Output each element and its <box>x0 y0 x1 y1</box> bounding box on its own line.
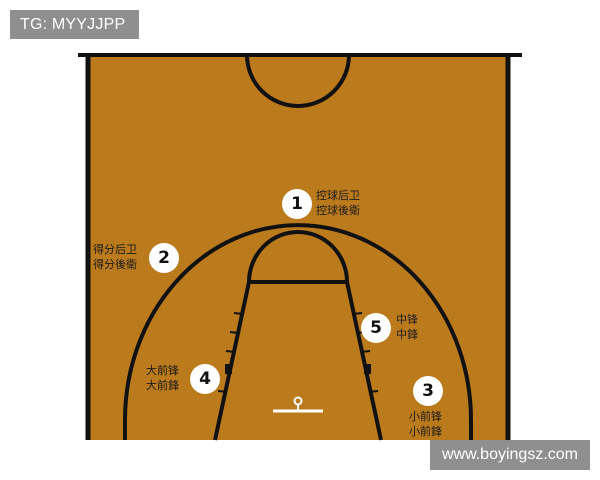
label-5-simplified: 中锋 <box>396 313 418 326</box>
position-label-3: 小前锋 小前鋒 <box>409 409 442 439</box>
player-marker-4: 4 <box>190 364 220 394</box>
watermark-top-left: TG: MYYJJPP <box>10 10 140 39</box>
top-circle <box>245 54 351 108</box>
lane-block-left <box>225 364 232 374</box>
label-3-simplified: 小前锋 <box>409 410 442 423</box>
label-5-traditional: 中鋒 <box>396 328 418 341</box>
position-label-4: 大前锋 大前鋒 <box>146 363 179 393</box>
rim <box>293 396 303 406</box>
player-marker-2: 2 <box>149 243 179 273</box>
lane-left-line <box>213 281 251 441</box>
three-point-line <box>123 223 473 440</box>
label-4-traditional: 大前鋒 <box>146 379 179 392</box>
label-4-simplified: 大前锋 <box>146 364 179 377</box>
player-marker-5: 5 <box>361 313 391 343</box>
label-2-simplified: 得分后卫 <box>93 243 137 256</box>
label-1-traditional: 控球後衛 <box>316 204 360 217</box>
player-marker-3: 3 <box>413 376 443 406</box>
lane-hash-marks-left <box>217 312 244 393</box>
position-label-1: 控球后卫 控球後衛 <box>316 188 360 218</box>
label-1-simplified: 控球后卫 <box>316 189 360 202</box>
position-label-5: 中锋 中鋒 <box>396 312 418 342</box>
lane-right-line <box>345 281 383 441</box>
watermark-bottom-right: www.boyingsz.com <box>429 440 590 470</box>
lane-block-right <box>364 364 371 374</box>
label-3-traditional: 小前鋒 <box>409 425 442 438</box>
position-label-2: 得分后卫 得分後衛 <box>93 242 137 272</box>
player-marker-1: 1 <box>282 189 312 219</box>
label-2-traditional: 得分後衛 <box>93 258 137 271</box>
free-throw-arc <box>247 230 349 283</box>
